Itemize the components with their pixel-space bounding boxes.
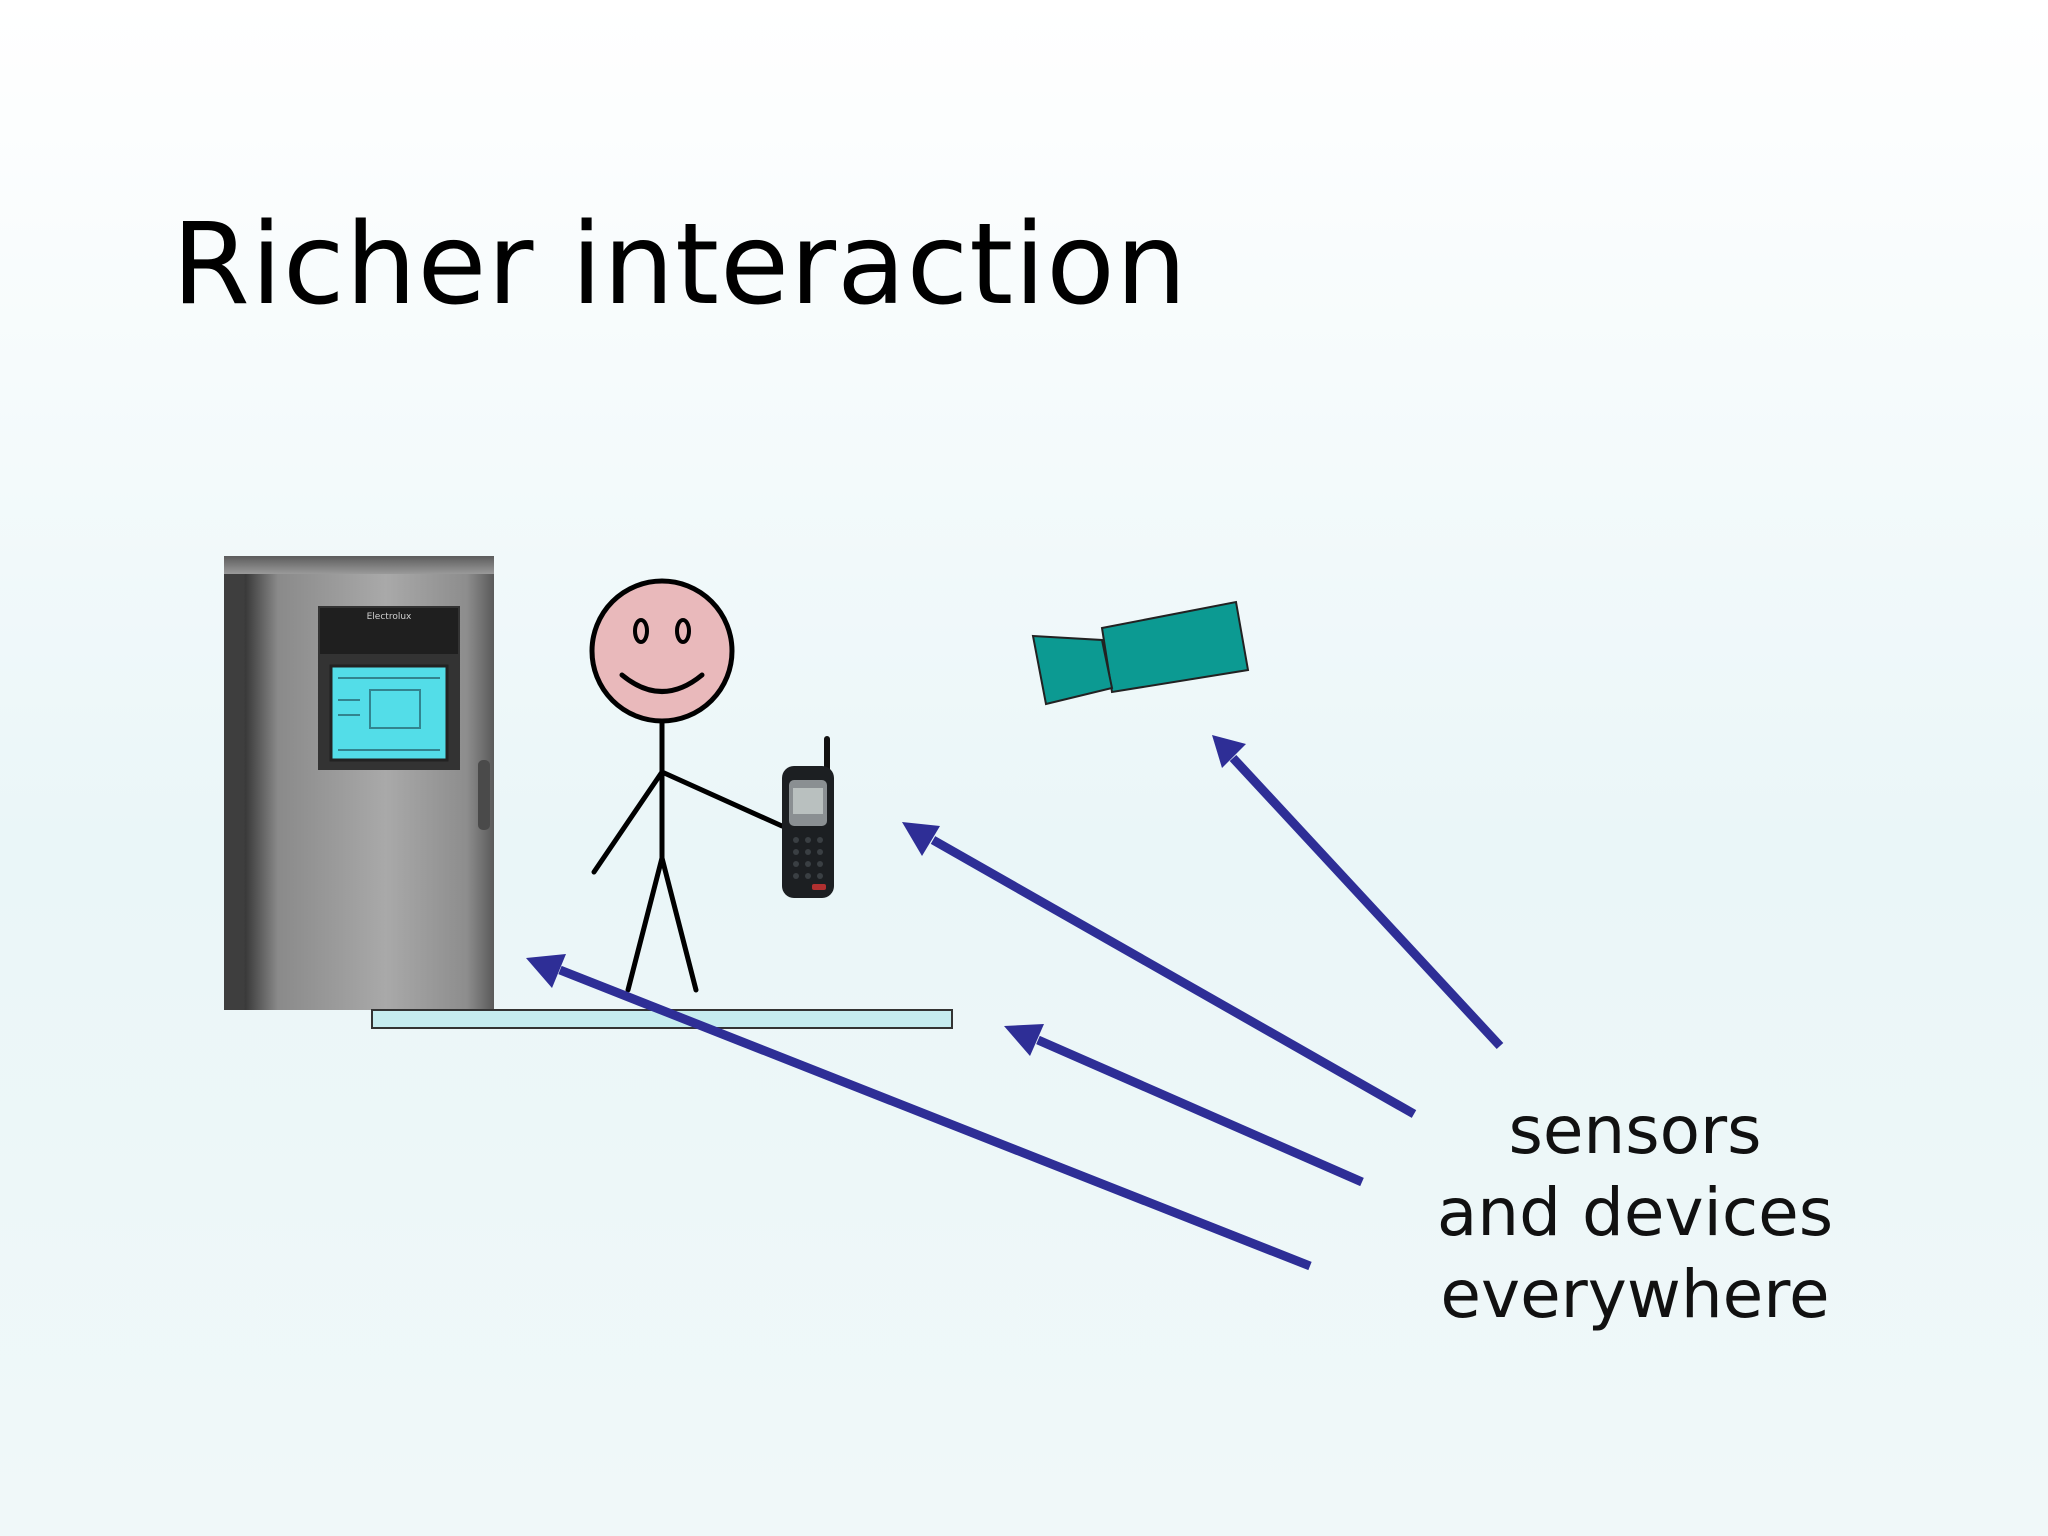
mobile-phone-icon — [782, 736, 834, 898]
fridge-icon: Electrolux — [224, 556, 494, 1010]
slide-title: Richer interaction — [172, 200, 1188, 330]
stick-figure-icon — [589, 578, 785, 993]
caption-line: and devices — [1436, 1174, 1834, 1251]
fridge-brand-label: Electrolux — [367, 612, 412, 622]
fridge-screen — [329, 664, 449, 762]
slide-caption: sensors and devices everywhere — [1400, 1090, 1870, 1336]
arrow-icon — [1212, 735, 1504, 1050]
video-camera-icon — [1031, 600, 1250, 706]
caption-line: everywhere — [1440, 1256, 1830, 1333]
arrow-icon — [526, 954, 1312, 1271]
smiley-face — [589, 578, 735, 724]
caption-line: sensors — [1508, 1092, 1762, 1169]
arrow-icon — [1004, 1024, 1364, 1187]
arrow-icon — [902, 822, 1417, 1118]
